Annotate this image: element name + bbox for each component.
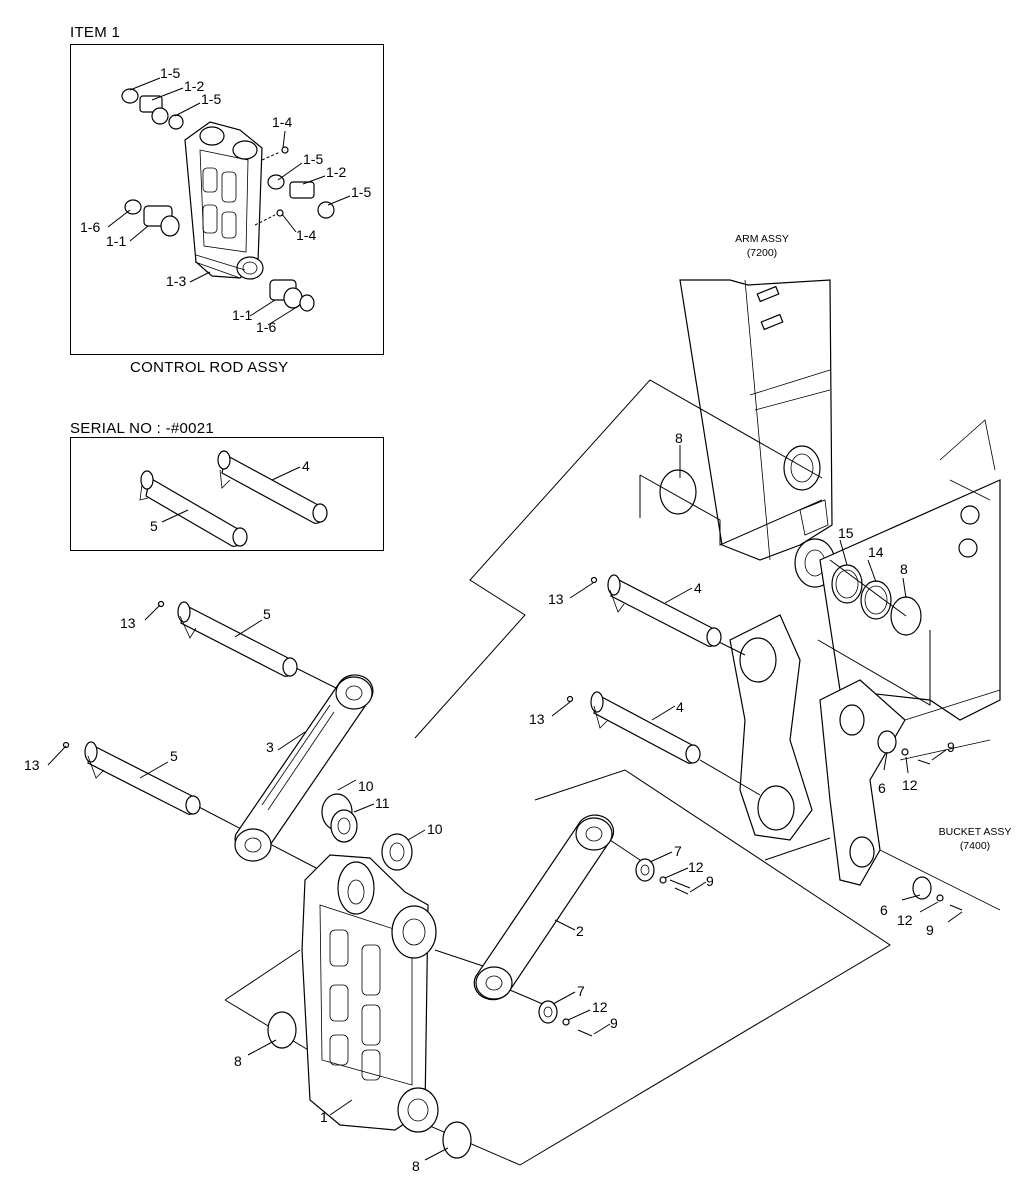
callout-label: 5 (263, 606, 271, 622)
callout-label: 12 (902, 777, 918, 793)
main-callouts: 13 5 13 5 3 10 11 10 8 1 8 2 7 12 9 7 12… (24, 430, 955, 1174)
callout-label: 13 (529, 711, 545, 727)
callout-label: 1 (320, 1109, 328, 1125)
bucket-assy-ref-code: (7400) (960, 840, 990, 852)
item1-label: 1-1 (232, 307, 252, 323)
serial-label: 4 (302, 458, 310, 474)
item1-label: 1-2 (184, 78, 204, 94)
callout-label: 10 (358, 778, 374, 794)
callout-label: 9 (610, 1015, 618, 1031)
item1-labels: 1-5 1-2 1-5 1-4 1-5 1-2 1-5 1-6 1-1 1-4 … (80, 65, 371, 335)
callout-label: 6 (880, 902, 888, 918)
arm-assy-ref-code: (7200) (747, 247, 777, 259)
callout-label: 12 (897, 912, 913, 928)
callout-label: 9 (926, 922, 934, 938)
serial-heading: SERIAL NO : -#0021 (70, 420, 215, 437)
bucket-assy-ref: BUCKET ASSY (939, 826, 1012, 838)
callout-label: 3 (266, 739, 274, 755)
callout-label: 13 (24, 757, 40, 773)
item1-label: 1-1 (106, 233, 126, 249)
item1-label: 1-5 (303, 151, 323, 167)
control-rod-assy-caption: CONTROL ROD ASSY (130, 359, 289, 376)
callout-label: 8 (900, 561, 908, 577)
callout-label: 7 (577, 983, 585, 999)
callout-label: 4 (694, 580, 702, 596)
callout-label: 8 (412, 1158, 420, 1174)
bucket-assy-drawing (729, 614, 1001, 911)
item1-heading: ITEM 1 (70, 24, 121, 41)
callout-label: 8 (675, 430, 683, 446)
item1-inset-frame (70, 44, 384, 355)
item1-label: 1-6 (256, 319, 276, 335)
callout-label: 13 (120, 615, 136, 631)
callout-label: 15 (838, 525, 854, 541)
callout-label: 12 (592, 999, 608, 1015)
callout-label: 10 (427, 821, 443, 837)
main-assembly-drawing (47, 379, 963, 1166)
callout-label: 9 (947, 739, 955, 755)
callout-label: 11 (375, 795, 390, 811)
callout-label: 7 (674, 843, 682, 859)
callout-label: 5 (170, 748, 178, 764)
serial-inset-frame (70, 437, 384, 551)
serial-pins-drawing (139, 450, 328, 547)
arm-assy-drawing (659, 279, 1001, 721)
callout-label: 6 (878, 780, 886, 796)
callout-label: 9 (706, 873, 714, 889)
serial-label: 5 (150, 518, 158, 534)
callout-label: 4 (676, 699, 684, 715)
item1-label: 1-6 (80, 219, 100, 235)
callout-label: 13 (548, 591, 564, 607)
callout-label: 12 (688, 859, 704, 875)
item1-label: 1-4 (272, 114, 292, 130)
item1-label: 1-3 (166, 273, 186, 289)
item1-label: 1-5 (351, 184, 371, 200)
callout-label: 2 (576, 923, 584, 939)
item1-control-rod-drawing (107, 77, 351, 326)
item1-label: 1-4 (296, 227, 316, 243)
item1-label: 1-2 (326, 164, 346, 180)
callout-label: 8 (234, 1053, 242, 1069)
item1-label: 1-5 (201, 91, 221, 107)
callout-label: 14 (868, 544, 884, 560)
item1-label: 1-5 (160, 65, 180, 81)
arm-assy-ref: ARM ASSY (735, 233, 789, 245)
